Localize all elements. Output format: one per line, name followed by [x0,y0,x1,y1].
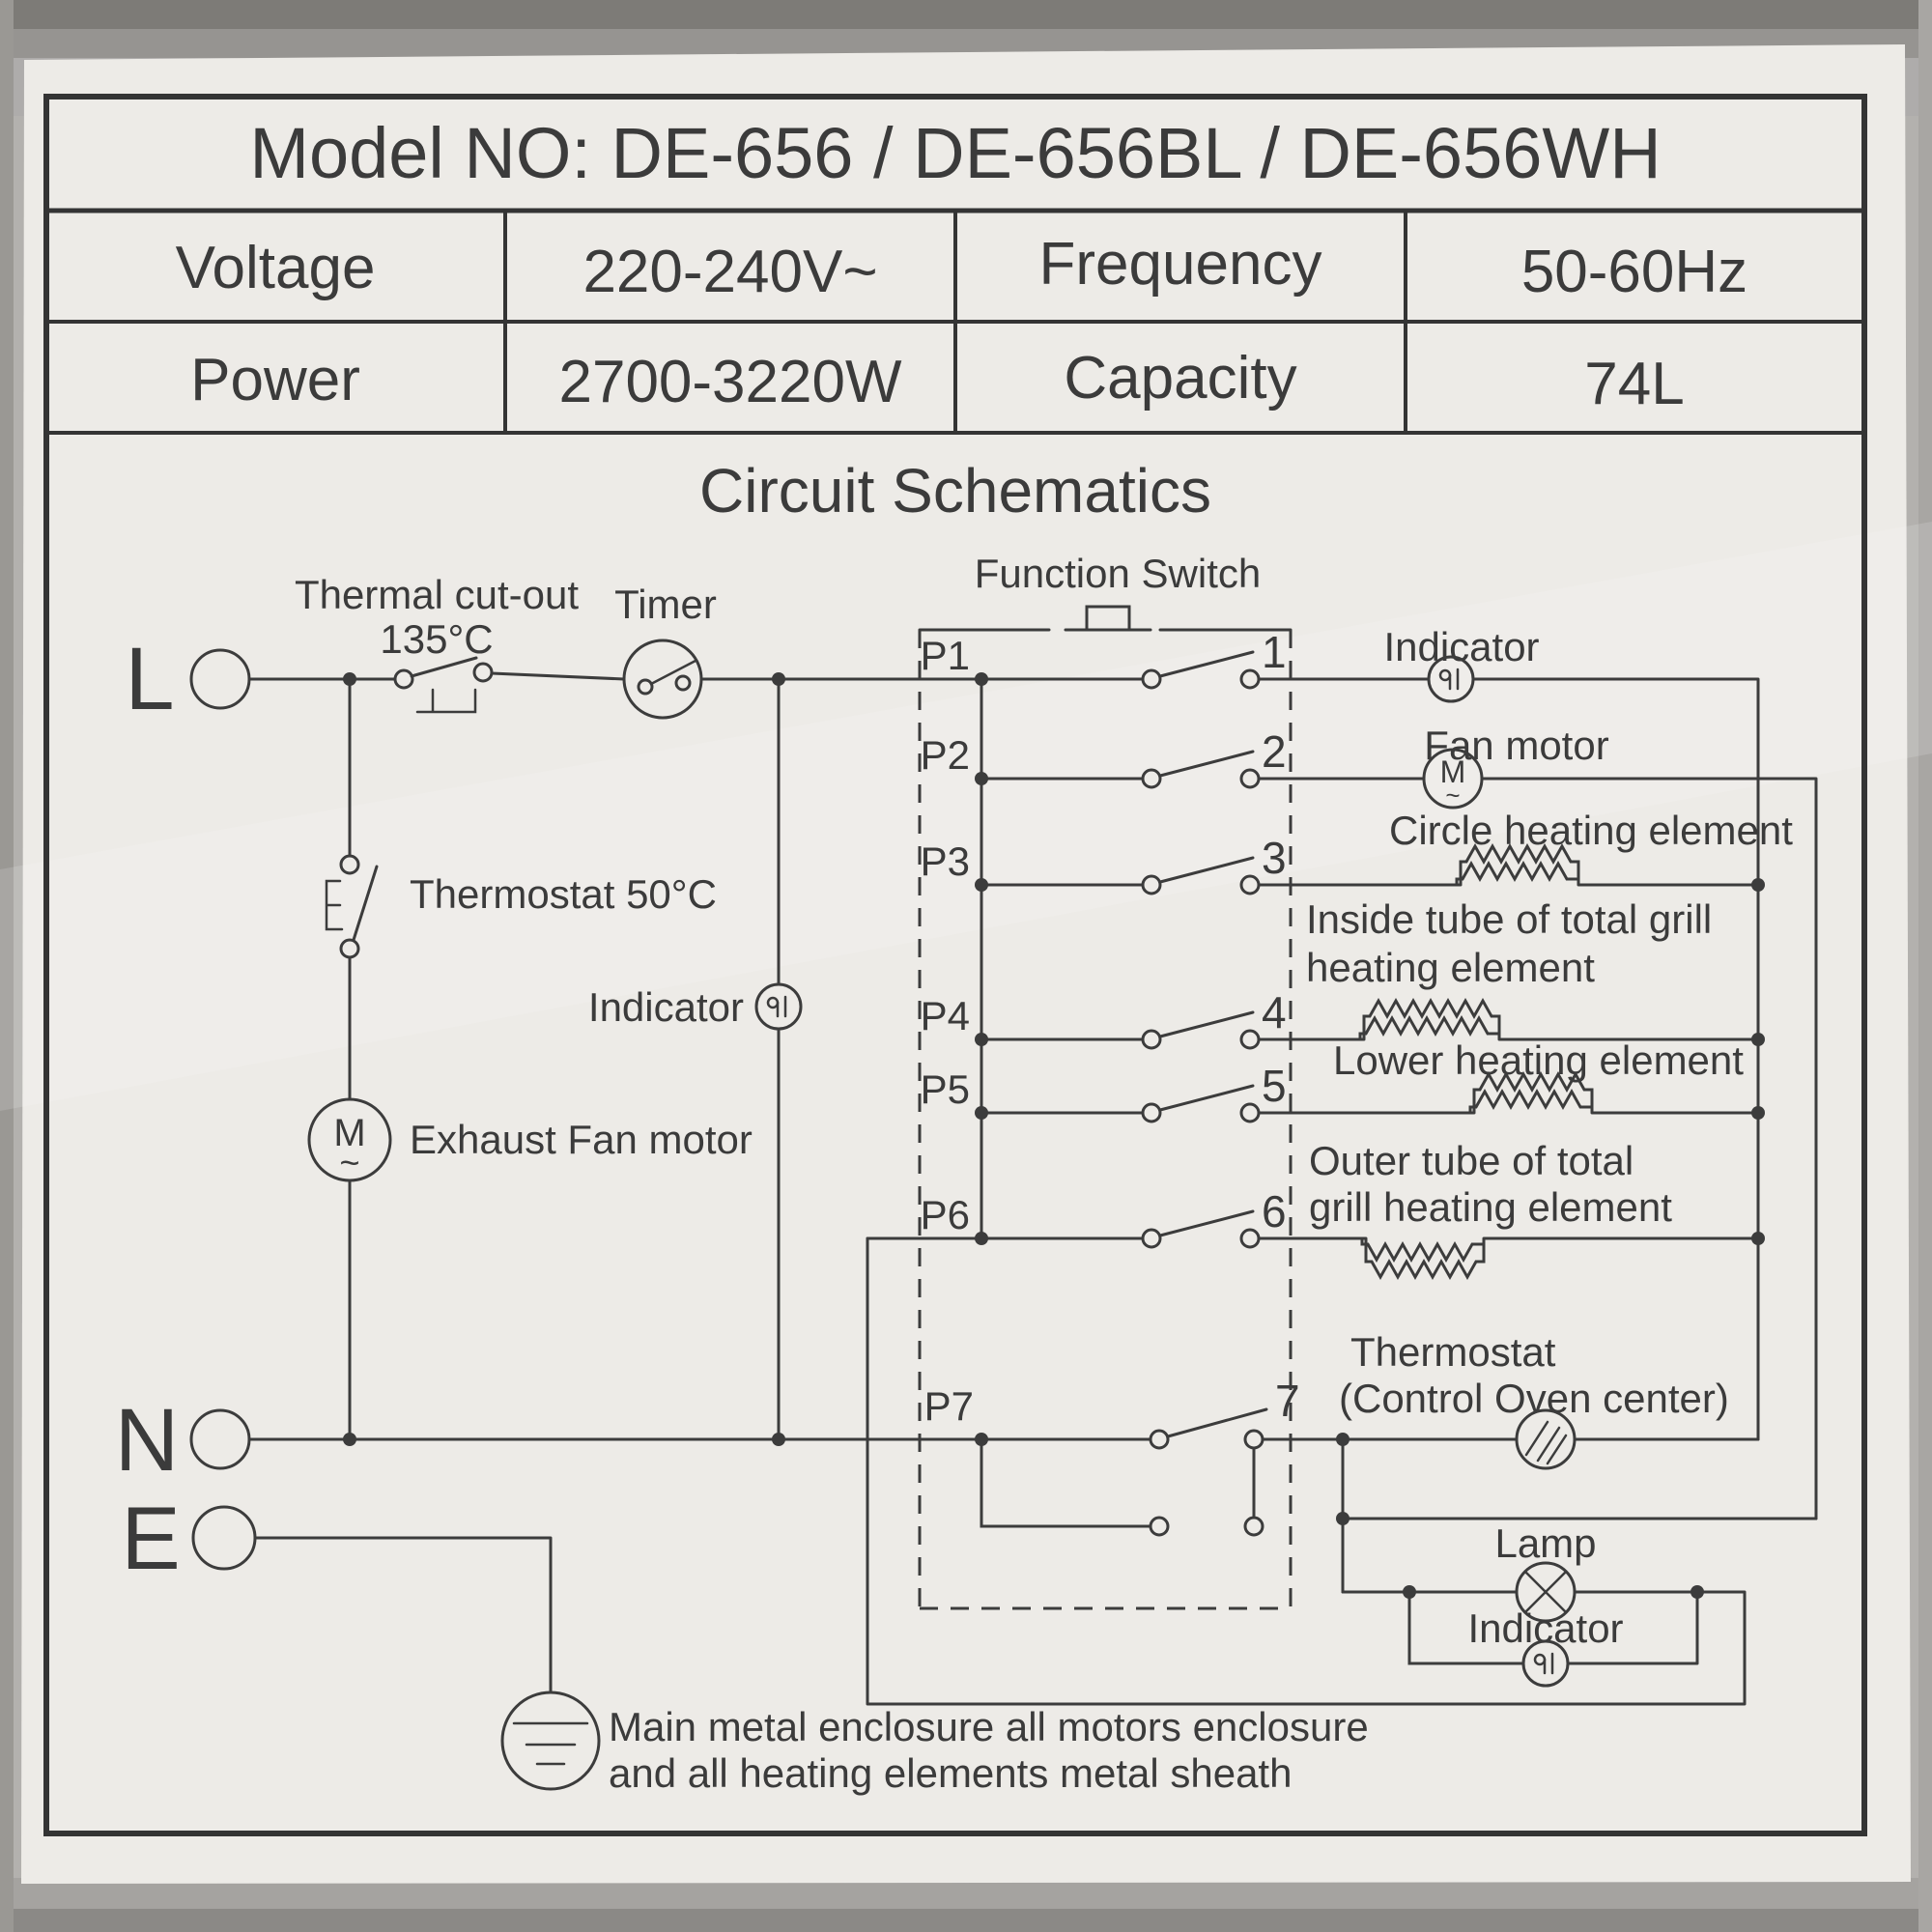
thermostat50-contact [339,854,360,875]
p1-label: P1 [921,633,970,678]
contact-7-label: 7 [1275,1376,1300,1426]
svg-text:~: ~ [1445,781,1460,810]
p6-label: P6 [921,1192,970,1237]
inside-tube-label-1: Inside tube of total grill [1306,896,1712,942]
switch-blade [1158,1209,1255,1237]
indicator-icon [1427,655,1475,703]
contact-1-label: 1 [1262,627,1287,677]
timer-blade [649,659,697,686]
svg-text:M: M [1440,754,1466,789]
thermostat50-label: Thermostat 50°C [410,871,717,917]
earth-line: E Main metal enclosure all motors enclos… [121,1490,1368,1796]
switch-row-1: P1 1 Indicator [921,624,1760,1441]
switch-blade [1158,750,1255,778]
label-paper [0,44,1932,1884]
model-number: Model NO: DE-656 / DE-656BL / DE-656WH [249,113,1661,193]
function-switch-box: Function Switch [918,551,1293,1610]
push-button-icon [1085,605,1131,632]
switch-blade [1158,1010,1255,1038]
neutral-line: N P7 7 Thermostat (Control Oven center) [115,1329,1760,1537]
thermostat50-sensor-icon [325,879,344,931]
ground-note-line-2: and all heating elements metal sheath [609,1750,1292,1796]
thermostat-oven-label-1: Thermostat [1350,1329,1556,1375]
contact-2-label: 2 [1262,726,1287,777]
switch-row-3: P3 3 Circle heating element [921,808,1793,895]
power-label: Power [190,347,360,413]
power-indicator-branch: Indicator [588,677,803,1441]
outer-tube-label-1: Outer tube of total [1309,1138,1634,1183]
spec-table: Model NO: DE-656 / DE-656BL / DE-656WH V… [43,94,1867,1836]
indicator-icon [1521,1639,1570,1688]
exhaust-fan-branch: Thermostat 50°C M ~ Exhaust Fan motor [307,677,753,1441]
oven-thermostat-icon [1515,1408,1577,1470]
thermostat50-contact [339,938,360,959]
circle-heating-label: Circle heating element [1389,808,1793,853]
terminal-n-label: N [115,1391,179,1490]
thermal-cutout-contact [393,668,414,690]
power-value: 2700-3220W [558,349,901,415]
contact-5-label: 5 [1262,1061,1287,1111]
switch-blade [1158,650,1255,678]
p7-label: P7 [924,1383,974,1429]
right-edge [1918,0,1932,1932]
switch-blade [1158,1084,1255,1112]
p5-label: P5 [921,1066,970,1112]
frequency-label: Frequency [1039,231,1322,298]
terminal-e-label: E [121,1490,180,1588]
thermal-cutout-sensor-icon [415,688,477,714]
fan-motor-icon [1422,748,1484,810]
thermal-cutout-contact [472,662,494,683]
light-sheen [0,522,1932,1111]
left-edge [0,0,14,1932]
thermal-cutout-temp: 135°C [380,616,493,662]
switch-blade [1158,856,1255,884]
exhaust-motor-wave: ~ [339,1143,359,1182]
top-dark-edge [0,0,1932,29]
capacity-value: 74L [1584,351,1684,417]
dashed-outline [918,630,1293,1610]
voltage-value: 220-240V~ [582,239,877,305]
earth-ground-icon [500,1690,601,1791]
table-outer-border [43,94,1867,1836]
thermal-cutout-label: Thermal cut-out [295,572,579,617]
paper [21,44,1911,1884]
p4-label: P4 [921,993,970,1038]
voltage-label: Voltage [176,235,376,301]
bottom-dark-edge [0,1909,1932,1932]
schematic-title: Circuit Schematics [699,456,1211,526]
contact-6-label: 6 [1262,1186,1287,1236]
exhaust-fan-label: Exhaust Fan motor [410,1117,753,1162]
lamp-indicator-group: Lamp Indicator [866,1236,1818,1706]
contact-3-label: 3 [1262,833,1287,883]
contact-4-label: 4 [1262,987,1287,1037]
indicator-left-label: Indicator [588,984,744,1030]
switch-row-4: P4 4 Inside tube of total grill heating … [921,896,1765,1050]
outer-tube-label-2: grill heating element [1309,1184,1672,1230]
terminal-l-label: L [125,630,174,728]
frequency-value: 50-60Hz [1521,239,1747,305]
switch-row-2: P2 2 Fan motor M ~ [921,723,1818,1520]
function-switch-label: Function Switch [975,551,1261,596]
capacity-label: Capacity [1064,345,1296,412]
p3-label: P3 [921,838,970,884]
exhaust-motor-letter: M [333,1112,365,1154]
timer-label: Timer [614,582,717,627]
thermostat50-blade [352,865,379,942]
lamp-label: Lamp [1494,1520,1596,1566]
switch-row-5: P5 5 Lower heating element [921,1037,1765,1123]
switch-blade [1166,1407,1268,1438]
indicator-top-label: Indicator [1383,624,1539,669]
switch-row-6: P6 6 Outer tube of total grill heating e… [866,1138,1765,1281]
p2-label: P2 [921,732,970,778]
inside-tube-label-2: heating element [1306,945,1595,990]
thermal-cutout-blade [410,656,478,678]
indicator-bottom-label: Indicator [1467,1605,1623,1651]
ground-note-line-1: Main metal enclosure all motors enclosur… [609,1704,1369,1749]
live-line: L Thermal cut-out 135°C Timer [125,572,1145,728]
indicator-icon [754,982,803,1031]
fan-motor-label: Fan motor [1424,723,1608,768]
